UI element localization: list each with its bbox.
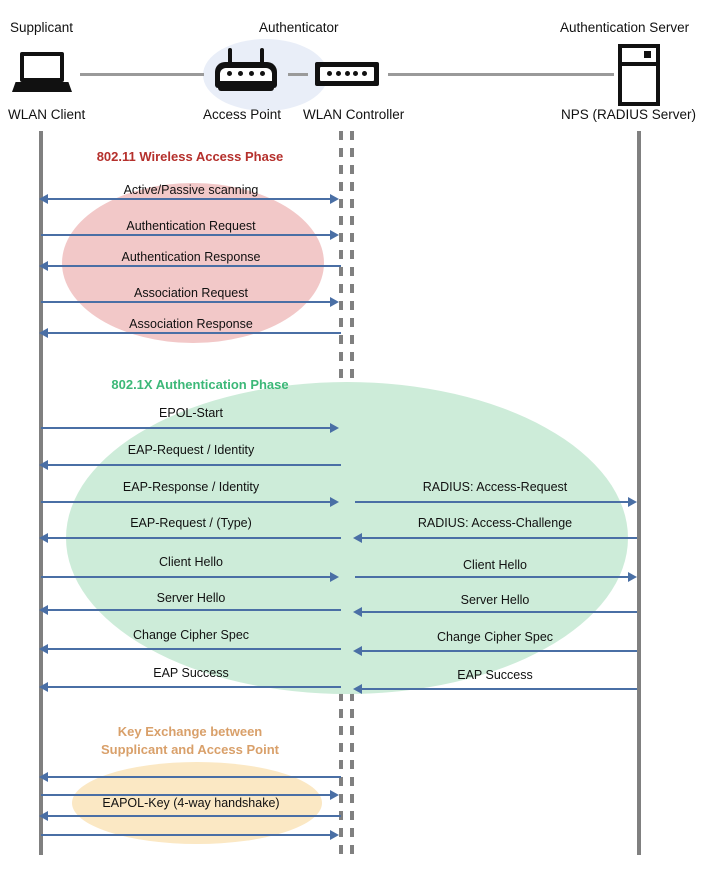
message-arrow <box>41 834 335 836</box>
message-arrow <box>47 537 341 539</box>
arrow-head-left-icon <box>39 261 48 271</box>
message-arrow <box>47 776 341 778</box>
lifeline-supplicant <box>39 131 43 855</box>
message-label-right: Client Hello <box>463 558 527 572</box>
arrow-head-right-icon <box>330 230 339 240</box>
phase-title-key-exchange-line2: Supplicant and Access Point <box>101 742 279 757</box>
network-controller-icon <box>315 62 379 86</box>
message-label-right: RADIUS: Access-Challenge <box>417 516 573 530</box>
arrow-head-right-icon <box>330 497 339 507</box>
actor-device-supplicant: WLAN Client <box>8 107 86 122</box>
arrow-head-right-icon <box>628 497 637 507</box>
actor-role-supplicant: Supplicant <box>10 20 74 35</box>
arrow-head-left-icon <box>353 533 362 543</box>
actor-device-wlan-controller: WLAN Controller <box>303 107 405 122</box>
phase-title-dot11: 802.11 Wireless Access Phase <box>96 149 284 164</box>
actor-device-nps: NPS (RADIUS Server) <box>561 107 697 122</box>
message-arrow-right <box>361 688 637 690</box>
actor-device-access-point: Access Point <box>203 107 282 122</box>
phase-title-dot1x: 802.1X Authentication Phase <box>111 377 289 392</box>
link-client-to-ap <box>80 73 204 76</box>
server-icon <box>618 44 660 106</box>
arrow-head-right-icon <box>330 297 339 307</box>
message-arrow <box>41 501 335 503</box>
arrow-head-left-icon <box>39 605 48 615</box>
message-arrow-right <box>361 611 637 613</box>
message-label-right: Server Hello <box>460 593 530 607</box>
arrow-head-right-icon <box>628 572 637 582</box>
message-arrow <box>41 794 335 796</box>
message-label: Association Response <box>129 317 253 331</box>
message-label: Association Request <box>134 286 248 300</box>
wireless-router-icon <box>215 48 277 91</box>
message-label-right: EAP Success <box>457 668 533 682</box>
link-ap-to-controller <box>288 73 308 76</box>
message-label: Change Cipher Spec <box>132 628 250 642</box>
message-arrow <box>41 234 335 236</box>
actor-role-auth-server: Authentication Server <box>560 20 690 35</box>
message-arrow <box>47 198 335 200</box>
arrow-head-left-icon <box>39 644 48 654</box>
arrow-head-left-icon <box>39 682 48 692</box>
phase-title-key-exchange-line1: Key Exchange between <box>117 724 263 739</box>
arrow-head-left-icon <box>39 811 48 821</box>
message-label-right: Change Cipher Spec <box>436 630 554 644</box>
message-arrow <box>41 576 335 578</box>
arrow-head-right-icon <box>330 790 339 800</box>
message-arrow <box>47 686 341 688</box>
message-label: Client Hello <box>159 555 223 569</box>
message-label: Server Hello <box>156 591 226 605</box>
message-arrow <box>47 464 341 466</box>
arrow-head-right-icon <box>330 423 339 433</box>
arrow-head-right-icon <box>330 572 339 582</box>
message-arrow <box>41 301 335 303</box>
message-label: Authentication Response <box>121 250 261 264</box>
arrow-head-left-icon <box>353 684 362 694</box>
message-arrow <box>47 265 341 267</box>
lifeline-auth-server <box>637 131 641 855</box>
message-arrow <box>47 332 341 334</box>
message-label: EAP Success <box>153 666 229 680</box>
message-arrow <box>47 815 341 817</box>
message-label: EAP-Response / Identity <box>122 480 260 494</box>
message-label: Active/Passive scanning <box>123 183 259 197</box>
message-arrow <box>41 427 335 429</box>
message-arrow-right <box>361 650 637 652</box>
arrow-head-right-icon <box>330 830 339 840</box>
message-arrow-right <box>355 576 630 578</box>
message-label: EAP-Request / (Type) <box>130 516 252 530</box>
arrow-head-left-icon <box>39 772 48 782</box>
message-label: EPOL-Start <box>159 406 223 420</box>
message-label: EAP-Request / Identity <box>127 443 255 457</box>
message-arrow-right <box>361 537 637 539</box>
message-arrow <box>47 648 341 650</box>
link-controller-to-nps <box>388 73 614 76</box>
phase-blob-dot11 <box>62 183 324 343</box>
arrow-head-left-icon <box>353 607 362 617</box>
message-label-right: RADIUS: Access-Request <box>422 480 568 494</box>
arrow-head-left-icon <box>39 460 48 470</box>
arrow-head-left-icon <box>39 328 48 338</box>
message-label: Authentication Request <box>126 219 256 233</box>
arrow-head-left-icon <box>39 533 48 543</box>
arrow-head-right-icon <box>330 194 339 204</box>
actor-role-authenticator: Authenticator <box>259 20 339 35</box>
laptop-icon <box>12 52 72 92</box>
message-label-eapol-key: EAPOL-Key (4-way handshake) <box>102 796 280 810</box>
arrow-head-left-icon <box>353 646 362 656</box>
phase-blob-key-exchange <box>72 762 322 844</box>
message-arrow-right <box>355 501 630 503</box>
arrow-head-left-icon <box>39 194 48 204</box>
message-arrow <box>47 609 341 611</box>
